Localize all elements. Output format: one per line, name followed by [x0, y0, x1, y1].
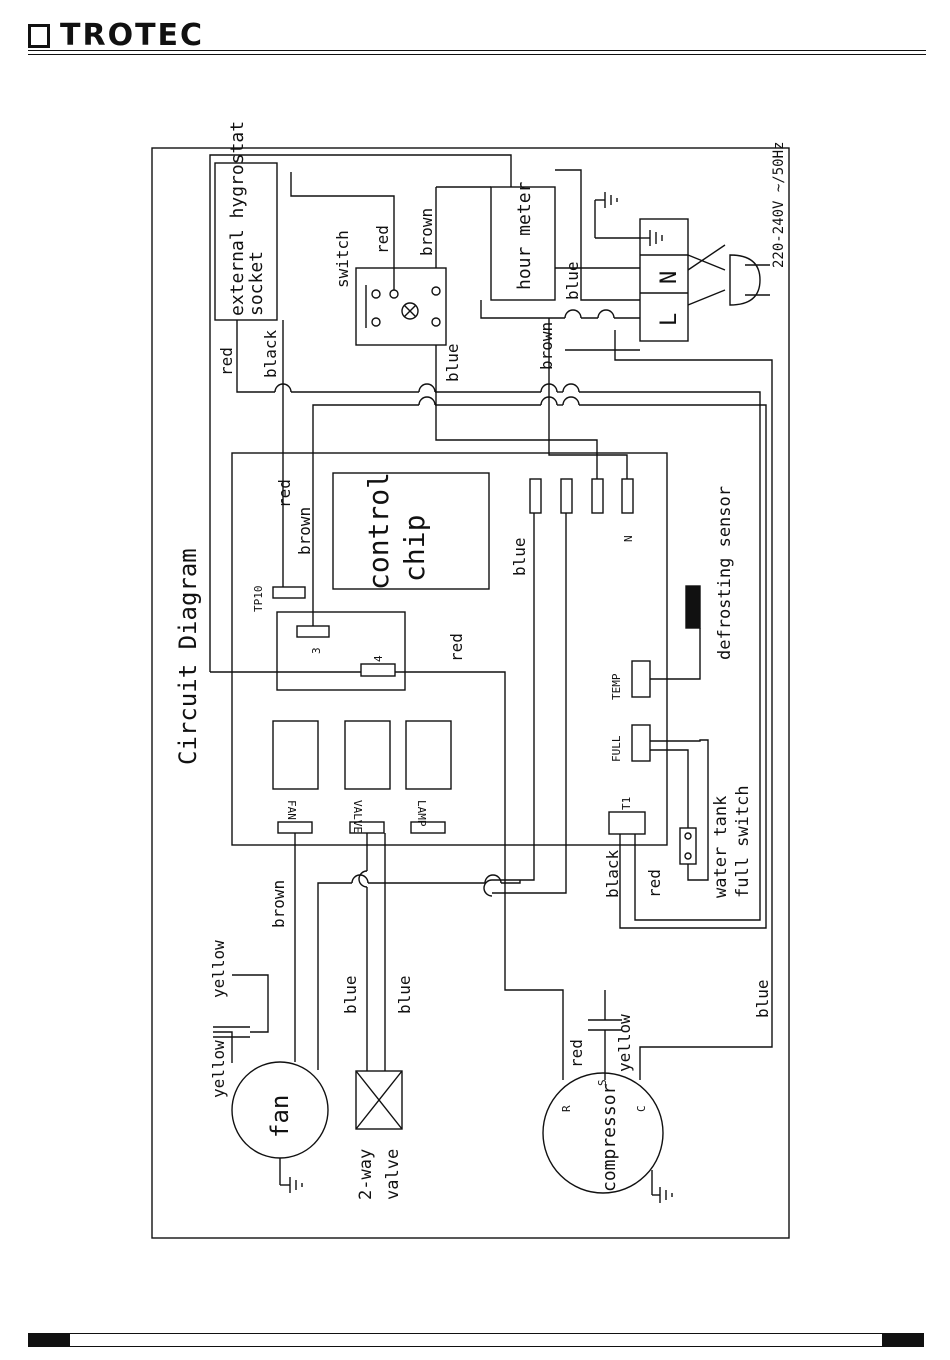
wire-label-blue: blue — [753, 979, 772, 1018]
switch-lamp-icon — [401, 302, 419, 320]
t1-connector — [608, 811, 646, 835]
switch-label: switch — [333, 230, 352, 288]
valve-label-1: 2-way — [356, 1149, 376, 1200]
wire-label-red: red — [567, 1039, 586, 1068]
footer-bar — [28, 1333, 924, 1347]
control-chip-box — [332, 472, 490, 590]
temp-connector — [631, 660, 651, 698]
defrosting-sensor-label: defrosting sensor — [715, 486, 735, 660]
brand-name: TROTEC — [60, 18, 205, 53]
comp-c-label: C — [635, 1105, 648, 1112]
comp-s-label: S — [596, 1079, 609, 1086]
pin-tp10-label: TP10 — [252, 586, 265, 613]
pin-valve-label: VALVE — [351, 800, 364, 833]
relay-box — [276, 611, 406, 691]
compressor-label: compressor — [599, 1083, 620, 1192]
wire-label-blue: blue — [341, 975, 360, 1014]
wire-label-blue: blue — [563, 261, 582, 300]
valve-icon — [355, 1070, 403, 1130]
valve-label-2: valve — [383, 1149, 403, 1200]
compressor-icon — [542, 1072, 664, 1194]
wire-label-black: black — [603, 849, 622, 898]
pin-tp10 — [272, 586, 306, 599]
control-chip-label-1: control — [362, 472, 395, 590]
control-chip-label-2: chip — [398, 515, 431, 582]
water-tank-label-1: water tank — [711, 796, 731, 898]
supply-label: 220-240V ~/50Hz — [771, 142, 787, 268]
wire-label-brown: brown — [537, 322, 556, 370]
switch-box — [355, 267, 447, 346]
hygrostat-label-1: external hygrostat — [227, 121, 248, 316]
header-rule-thin — [28, 54, 926, 55]
footer-marker-right — [882, 1333, 924, 1347]
hour-meter-box — [490, 186, 556, 301]
wire-label-red: red — [373, 225, 392, 254]
lamp-relay — [405, 720, 452, 790]
wire-label-blue: blue — [395, 975, 414, 1014]
control-board — [231, 452, 668, 846]
pin-n-label: N — [622, 535, 635, 542]
wire-label-blue: blue — [510, 537, 529, 576]
header-rule — [28, 50, 926, 51]
wire-label-brown: brown — [269, 880, 288, 928]
diagram-title: Circuit Diagram — [174, 548, 202, 765]
terminal-n-label: N — [657, 271, 682, 284]
pin-full-label: FULL — [610, 735, 623, 762]
wire-label-yellow: yellow — [615, 1014, 634, 1072]
full-connector — [631, 724, 651, 762]
pin-fan-label: FAN — [285, 800, 298, 820]
diagram-frame — [151, 147, 790, 1239]
page-header: TROTEC — [28, 18, 926, 54]
mains-plug-icon — [729, 254, 761, 306]
hour-meter-label: hour meter — [514, 181, 535, 290]
wire-label-brown: brown — [417, 208, 436, 256]
pin-4-label: 4 — [372, 655, 385, 662]
wire-label-red: red — [275, 479, 294, 508]
comp-r-label: R — [560, 1105, 573, 1112]
hygrostat-socket-box — [214, 162, 278, 321]
defrosting-sensor-icon — [685, 585, 701, 629]
pin-3-label: 3 — [310, 647, 323, 654]
hygrostat-label-2: socket — [246, 251, 267, 316]
wire-label-red: red — [645, 869, 664, 898]
fan-relay — [272, 720, 319, 790]
wire-label-black: black — [261, 329, 280, 378]
trotec-logo-icon — [28, 24, 50, 48]
wire-label-blue: blue — [443, 343, 462, 382]
wire-label-red: red — [447, 633, 466, 662]
wire-label-yellow: yellow — [209, 940, 228, 998]
terminal-block — [639, 218, 689, 342]
wire-label-red: red — [217, 347, 236, 376]
pin-temp-label: TEMP — [610, 673, 623, 700]
terminal-l-label: L — [657, 313, 682, 326]
footer-marker-left — [28, 1333, 70, 1347]
fan-label: fan — [266, 1095, 294, 1138]
pin-lamp-label: LAMP — [415, 800, 428, 827]
pin-t1-label: T1 — [620, 797, 633, 810]
valve-relay — [344, 720, 391, 790]
water-tank-label-2: full switch — [733, 785, 753, 898]
wire-label-brown: brown — [295, 507, 314, 555]
wire-label-yellow: yellow — [209, 1040, 228, 1098]
